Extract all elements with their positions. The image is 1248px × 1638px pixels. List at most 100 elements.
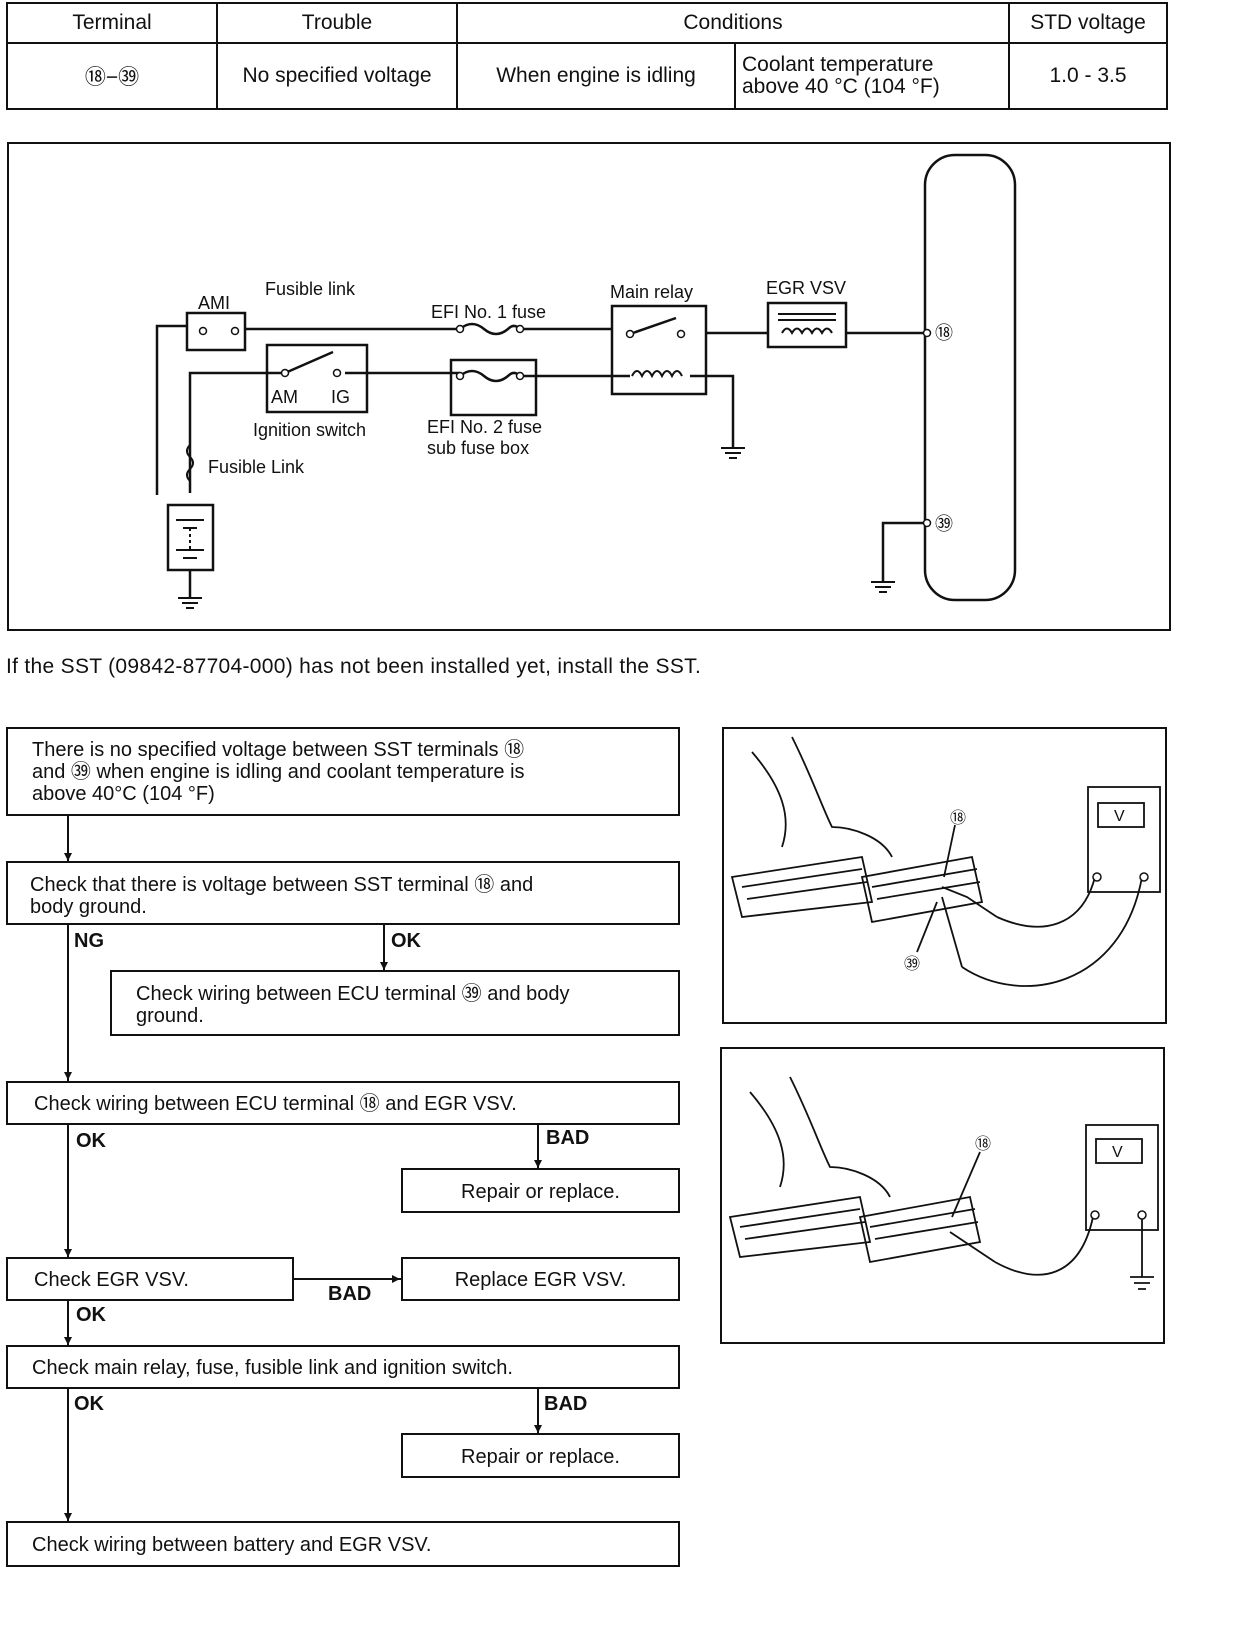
wiring-18-text: Check wiring between ECU terminal ⑱ and … bbox=[34, 1093, 517, 1115]
connector bbox=[537, 1124, 539, 1169]
meter-label-v: V bbox=[1114, 808, 1125, 825]
connector bbox=[67, 1124, 69, 1258]
fusible-link-symbol bbox=[186, 444, 194, 482]
connector bbox=[67, 1300, 69, 1346]
coolant-line-1: Coolant temperature bbox=[742, 53, 934, 76]
wiring-39-line-2: ground. bbox=[136, 1005, 204, 1027]
label-ok: OK bbox=[76, 1130, 106, 1152]
spec-table: Terminal Trouble Conditions STD voltage … bbox=[6, 2, 1168, 110]
flow-box-check-relay: Check main relay, fuse, fusible link and… bbox=[6, 1345, 680, 1389]
check-voltage-line-1: Check that there is voltage between SST … bbox=[30, 874, 534, 896]
connector bbox=[67, 925, 69, 1081]
hand-outline bbox=[789, 1076, 891, 1198]
ignition-contact bbox=[284, 350, 334, 375]
hand-outline bbox=[749, 1091, 785, 1188]
hand-outline bbox=[751, 751, 787, 848]
wire-left-vertical bbox=[155, 324, 187, 495]
illustration-frame bbox=[722, 727, 1167, 1024]
callout-39 bbox=[916, 901, 938, 953]
ecu-box bbox=[923, 153, 1017, 602]
illustration-meter-body-ground: V ⑱ bbox=[720, 1047, 1165, 1344]
spec-table-row: ⑱−㊴ No specified voltage When engine is … bbox=[6, 42, 1168, 110]
probe-18 bbox=[941, 896, 963, 968]
efi2-fuse-symbol bbox=[459, 369, 521, 383]
connector bbox=[383, 925, 385, 971]
label-main-relay: Main relay bbox=[610, 282, 693, 302]
connector-block-right bbox=[860, 855, 984, 924]
flow-box-check-voltage: Check that there is voltage between SST … bbox=[6, 861, 680, 925]
hand-outline bbox=[791, 736, 893, 858]
wire-39-ground bbox=[881, 521, 923, 582]
label-bad: BAD bbox=[328, 1283, 372, 1305]
flow-box-check-wiring-18: Check wiring between ECU terminal ⑱ and … bbox=[6, 1081, 680, 1125]
ground-symbols bbox=[178, 447, 895, 609]
wiring-diagram: AMI Fusible link EFI No. 1 fuse Main rel… bbox=[7, 142, 1171, 631]
flow-box-replace-egr: Replace EGR VSV. bbox=[401, 1257, 680, 1301]
probe-39 bbox=[941, 886, 998, 918]
connector bbox=[537, 1388, 539, 1434]
meter-jack bbox=[1139, 872, 1149, 882]
flow-box-check-wiring-39: Check wiring between ECU terminal ㊴ and … bbox=[110, 970, 680, 1036]
egr-vsv-box bbox=[766, 301, 848, 349]
connector-pins bbox=[739, 1208, 979, 1240]
relay-contact bbox=[629, 316, 677, 336]
efi2-fuse-box bbox=[449, 358, 538, 417]
symptom-line-2: and ㊴ when engine is idling and coolant … bbox=[32, 761, 525, 783]
label-ok: OK bbox=[74, 1393, 104, 1415]
label-fusible-link-top: Fusible link bbox=[265, 279, 356, 299]
label-egr-vsv: EGR VSV bbox=[766, 278, 846, 298]
voltmeter-display bbox=[1095, 1138, 1143, 1164]
flow-box-repair-2: Repair or replace. bbox=[401, 1433, 680, 1478]
wire-coil-ground bbox=[690, 374, 735, 448]
repair-1-text: Repair or replace. bbox=[461, 1181, 620, 1203]
voltmeter-body bbox=[1085, 1124, 1159, 1231]
meter-jack bbox=[1137, 1210, 1147, 1220]
meter-label-v: V bbox=[1112, 1144, 1123, 1161]
callout-18 bbox=[951, 1151, 981, 1218]
battery-cells bbox=[176, 519, 204, 559]
voltmeter-body bbox=[1087, 786, 1161, 893]
spec-table-header: Terminal Trouble Conditions STD voltage bbox=[6, 2, 1168, 44]
illustration-meter-ecu-39: V ⑱ ㊴ bbox=[722, 727, 1167, 1024]
check-egr-text: Check EGR VSV. bbox=[34, 1269, 189, 1291]
flow-box-check-egr: Check EGR VSV. bbox=[6, 1257, 294, 1301]
check-voltage-line-2: body ground. bbox=[30, 896, 147, 918]
main-relay-box bbox=[610, 304, 708, 396]
label-bad: BAD bbox=[544, 1393, 588, 1415]
relay-coil bbox=[631, 370, 683, 379]
header-terminal: Terminal bbox=[6, 2, 218, 44]
connector bbox=[67, 816, 69, 862]
symptom-line-1: There is no specified voltage between SS… bbox=[32, 739, 525, 761]
label-ok: OK bbox=[391, 930, 421, 952]
label-bad: BAD bbox=[546, 1127, 590, 1149]
label-ig: IG bbox=[331, 387, 350, 407]
illustration-frame bbox=[720, 1047, 1165, 1344]
probe-lead-1 bbox=[996, 876, 1096, 928]
label-efi2-line1: EFI No. 2 fuse bbox=[427, 417, 542, 437]
cell-trouble: No specified voltage bbox=[216, 42, 458, 110]
label-ng: NG bbox=[74, 930, 104, 952]
connector bbox=[293, 1278, 401, 1280]
flow-box-check-battery: Check wiring between battery and EGR VSV… bbox=[6, 1521, 680, 1567]
illustration-terminal-18: ⑱ bbox=[975, 1135, 991, 1153]
label-fusible-link-bottom: Fusible Link bbox=[208, 457, 305, 477]
cell-terminal: ⑱−㊴ bbox=[6, 42, 218, 110]
egr-vsv-core bbox=[778, 313, 836, 321]
cell-std-voltage: 1.0 - 3.5 bbox=[1008, 42, 1168, 110]
label-terminal-18: ⑱ bbox=[935, 323, 953, 343]
symptom-line-3: above 40°C (104 °F) bbox=[32, 783, 215, 805]
illustration-terminal-18: ⑱ bbox=[950, 809, 966, 827]
replace-egr-text: Replace EGR VSV. bbox=[454, 1269, 627, 1291]
connector-block-right bbox=[858, 1195, 982, 1264]
cell-condition-idle: When engine is idling bbox=[456, 42, 736, 110]
callout-18 bbox=[943, 824, 956, 878]
header-trouble: Trouble bbox=[216, 2, 458, 44]
label-am: AM bbox=[271, 387, 298, 407]
illustration-terminal-39: ㊴ bbox=[904, 955, 920, 973]
meter-jack bbox=[1090, 1210, 1100, 1220]
meter-jack bbox=[1092, 872, 1102, 882]
probe-lead-2 bbox=[961, 876, 1143, 987]
instruction-text: If the SST (09842-87704-000) has not bee… bbox=[6, 655, 702, 678]
connector-pins bbox=[741, 868, 981, 900]
ignition-switch-box bbox=[265, 343, 369, 414]
